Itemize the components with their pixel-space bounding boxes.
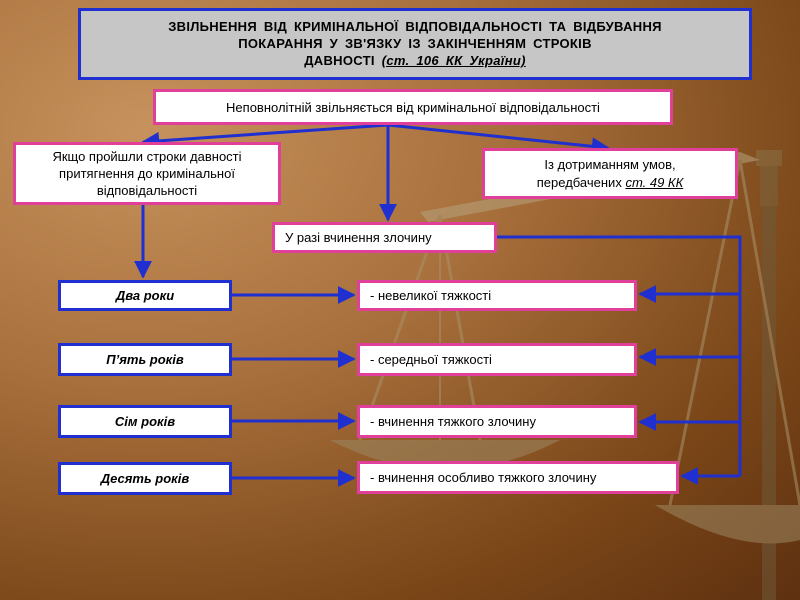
period-box-4: Десять років	[58, 462, 232, 495]
crime-committed-box: У разі вчинення злочину	[272, 222, 497, 253]
period-label: Сім років	[114, 414, 176, 429]
article-106-reference: (ст. 106 КК України)	[381, 53, 526, 68]
title-line-2: ПОКАРАННЯ У ЗВ'ЯЗКУ ІЗ ЗАКІНЧЕННЯМ СТРОК…	[238, 36, 592, 51]
period-box-2: П’ять років	[58, 343, 232, 376]
root-box: Неповнолітній звільняється від криміналь…	[153, 89, 673, 125]
period-box-1: Два роки	[58, 280, 232, 311]
severity-box-1: - невеликої тяжкості	[357, 280, 637, 311]
right-bracket	[497, 235, 742, 476]
title-line-3-prefix: ДАВНОСТІ	[304, 53, 382, 68]
period-label: П’ять років	[106, 352, 184, 367]
period-label: Два роки	[115, 288, 175, 303]
slide-title: ЗВІЛЬНЕННЯ ВІД КРИМІНАЛЬНОЇ ВІДПОВІДАЛЬН…	[78, 8, 752, 80]
severity-box-4: - вчинення особливо тяжкого злочину	[357, 461, 679, 494]
severity-label: - середньої тяжкості	[370, 352, 492, 367]
root-text: Неповнолітній звільняється від криміналь…	[226, 99, 600, 115]
crime-committed-text: У разі вчинення злочину	[285, 230, 432, 245]
conditions-box: Із дотриманням умов, передбачених ст. 49…	[482, 148, 738, 199]
article-49-reference: ст. 49 КК	[625, 174, 684, 190]
statute-expired-box: Якщо пройшли строки давності притягнення…	[13, 142, 281, 205]
severity-label: - вчинення особливо тяжкого злочину	[370, 470, 597, 485]
period-box-3: Сім років	[58, 405, 232, 438]
title-line-1: ЗВІЛЬНЕННЯ ВІД КРИМІНАЛЬНОЇ ВІДПОВІДАЛЬН…	[168, 19, 662, 34]
statute-expired-text: Якщо пройшли строки давності притягнення…	[52, 149, 242, 198]
severity-box-3: - вчинення тяжкого злочину	[357, 405, 637, 438]
conditions-text-main: Із дотриманням умов, передбачених	[536, 156, 676, 190]
conditions-text: Із дотриманням умов, передбачених ст. 49…	[505, 156, 715, 192]
severity-box-2: - середньої тяжкості	[357, 343, 637, 376]
severity-label: - невеликої тяжкості	[370, 288, 492, 303]
arrow-root-left	[141, 123, 389, 150]
arrow-root-right	[387, 123, 610, 156]
severity-label: - вчинення тяжкого злочину	[370, 414, 536, 429]
title-line-3: ДАВНОСТІ (ст. 106 КК України)	[81, 52, 749, 69]
period-label: Десять років	[100, 471, 190, 486]
